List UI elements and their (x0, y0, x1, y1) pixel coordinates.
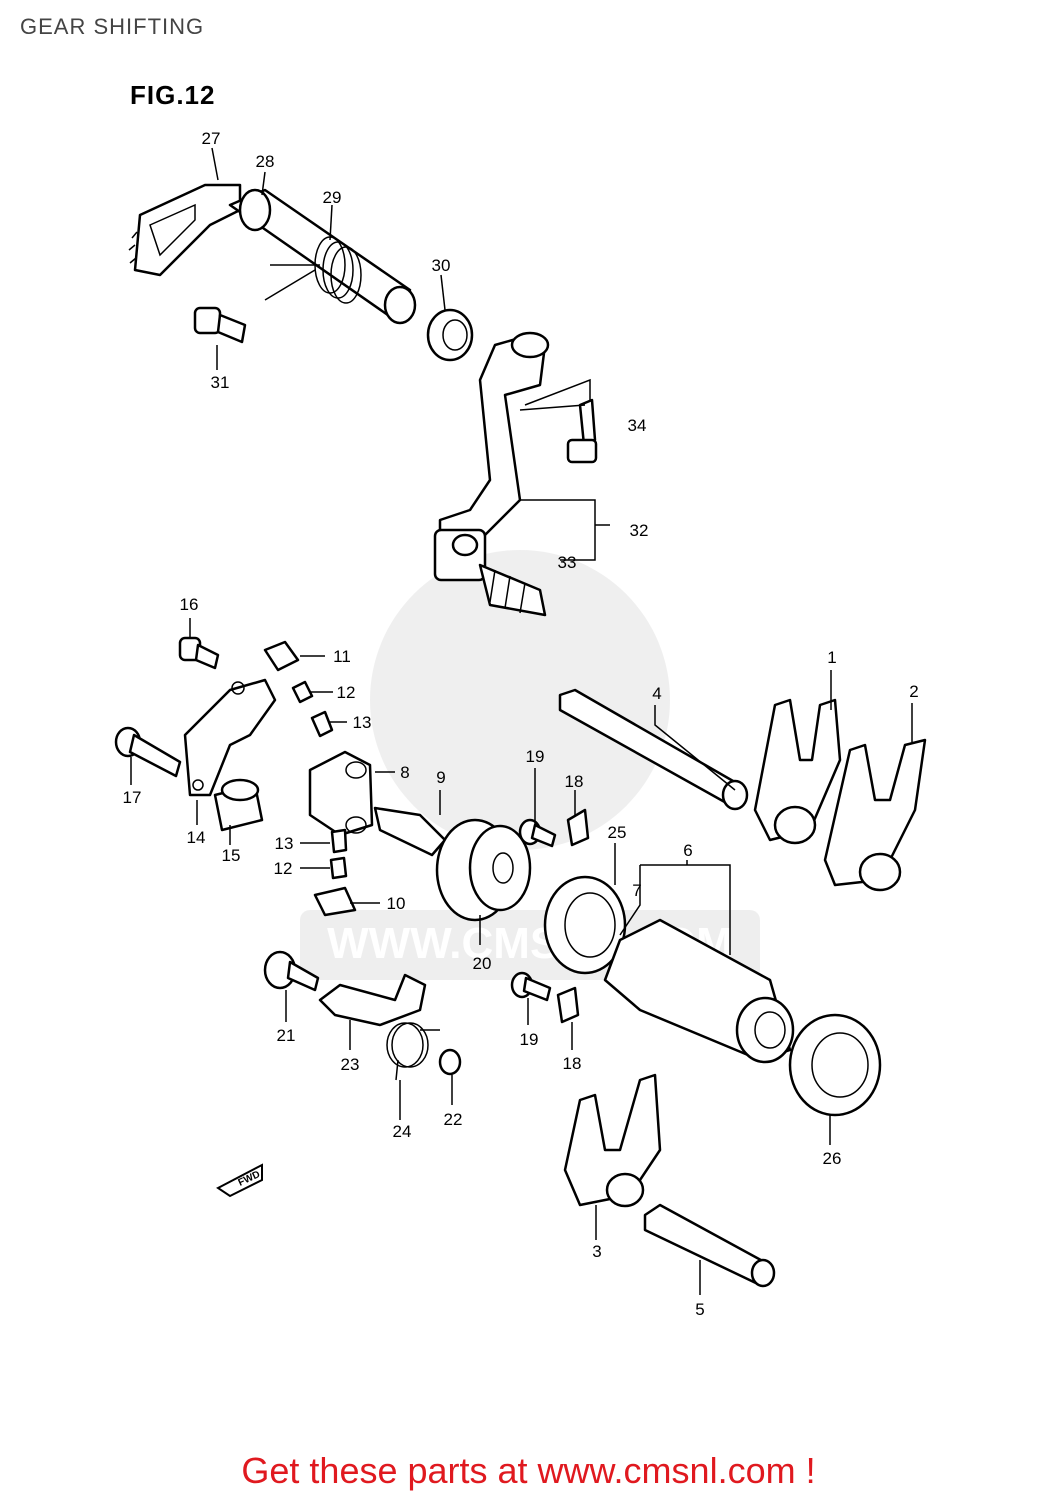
callout-18-top: 18 (565, 772, 584, 791)
callout-labels: 1 2 3 4 5 6 7 8 9 10 11 12 12 13 13 14 1… (123, 129, 919, 1319)
callout-29: 29 (323, 188, 342, 207)
part-4-fork-shaft (558, 688, 749, 811)
callout-18-bottom: 18 (563, 1054, 582, 1073)
callout-3: 3 (592, 1242, 601, 1261)
part-20-gearshift-cam-plate (435, 818, 532, 922)
callout-17: 17 (123, 788, 142, 807)
part-8-pawl-lifter (308, 750, 374, 837)
callout-4: 4 (652, 684, 661, 703)
callout-2: 2 (909, 682, 918, 701)
part-14-cam-guide (183, 678, 277, 797)
part-19-screw-bottom (510, 971, 552, 1002)
callout-25: 25 (608, 823, 627, 842)
part-1-shift-fork (753, 698, 842, 845)
part-33-lever-rubber (478, 563, 547, 617)
part-32-gearshift-lever (433, 331, 550, 582)
part-28-gearshift-shaft (228, 188, 412, 322)
part-17-bolt (114, 726, 182, 778)
callout-28: 28 (256, 152, 275, 171)
callout-5: 5 (695, 1300, 704, 1319)
part-24-spring (386, 1022, 440, 1081)
part-6-gearshift-cam (603, 918, 795, 1064)
part-12-pin-top (291, 680, 314, 704)
callout-22: 22 (444, 1110, 463, 1129)
callout-32: 32 (630, 521, 649, 540)
callout-14: 14 (187, 828, 206, 847)
callout-34: 34 (628, 416, 647, 435)
part-13-spring-top (310, 710, 334, 738)
part-3-shift-fork (563, 1073, 662, 1208)
callout-11: 11 (333, 647, 351, 666)
part-9-cam-stopper-bolt (373, 806, 447, 857)
callout-26: 26 (823, 1149, 842, 1168)
part-11-stopper (263, 640, 300, 672)
callout-1: 1 (827, 648, 836, 667)
callout-33: 33 (558, 553, 577, 572)
part-34-bolt (566, 398, 598, 464)
callout-19-top: 19 (526, 747, 545, 766)
callout-31: 31 (211, 373, 230, 392)
callout-9: 9 (436, 768, 445, 787)
part-21-bolt (263, 950, 320, 992)
callout-19-bottom: 19 (520, 1030, 539, 1049)
leader-34 (519, 378, 591, 411)
callout-7: 7 (632, 881, 641, 900)
part-25-bearing (543, 875, 627, 975)
callout-21: 21 (277, 1026, 296, 1045)
callout-20: 20 (473, 954, 492, 973)
fwd-arrow-icon: FWD (216, 1163, 263, 1198)
callout-12-bottom: 12 (274, 859, 293, 878)
figure-label: FIG.12 (130, 80, 216, 110)
part-2-shift-fork (823, 738, 927, 892)
part-18-stopper-bottom (556, 986, 580, 1024)
part-19-screw-top (518, 818, 557, 848)
callout-23: 23 (341, 1055, 360, 1074)
part-10-stopper (313, 886, 357, 917)
part-12-pin-bottom (329, 856, 348, 880)
page-title: GEAR SHIFTING (20, 14, 205, 39)
parts-diagram: WWW.CMSNL.COM (114, 129, 927, 1319)
part-5-fork-shaft (643, 1203, 776, 1288)
callout-10: 10 (387, 894, 406, 913)
callout-12-top: 12 (337, 683, 356, 702)
callout-16: 16 (180, 595, 199, 614)
part-26-bearing (788, 1013, 882, 1117)
callout-13-bottom: 13 (275, 834, 294, 853)
part-16-bolt (178, 636, 220, 670)
callout-8: 8 (400, 763, 409, 782)
part-30-oil-seal (426, 308, 474, 362)
callout-24: 24 (393, 1122, 412, 1141)
part-18-stopper-top (566, 808, 590, 847)
part-27-gearshift-arm (128, 183, 242, 277)
part-23-stopper-plate (318, 973, 427, 1027)
callout-6: 6 (683, 841, 692, 860)
callout-13-top: 13 (353, 713, 372, 732)
part-31-bolt (193, 306, 247, 344)
shaft-spline-end (383, 285, 417, 325)
part-15-collar (213, 778, 264, 832)
footer-link[interactable]: Get these parts at www.cmsnl.com ! (241, 1450, 816, 1491)
leader-lines (130, 147, 913, 1295)
callout-30: 30 (432, 256, 451, 275)
callout-27: 27 (202, 129, 221, 148)
part-22-washer (438, 1048, 462, 1076)
callout-15: 15 (222, 846, 241, 865)
part-13-spring-bottom (330, 828, 348, 854)
